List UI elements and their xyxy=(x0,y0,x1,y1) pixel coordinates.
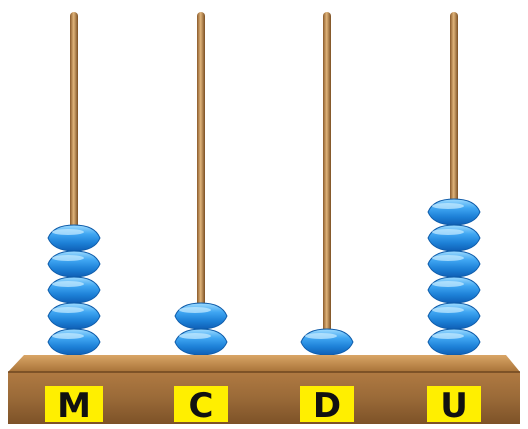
bead-m-3 xyxy=(47,276,101,304)
bead-u-6 xyxy=(427,198,481,226)
label-bg-u xyxy=(427,386,481,422)
label-bg-m xyxy=(45,386,103,422)
label-m: M xyxy=(57,386,91,426)
bead-u-5 xyxy=(427,224,481,252)
label-c: C xyxy=(189,386,214,426)
bead-m-5 xyxy=(47,224,101,252)
bead-u-1 xyxy=(427,328,481,356)
bead-u-2 xyxy=(427,302,481,330)
base-top-surface xyxy=(8,355,520,372)
bead-m-2 xyxy=(47,302,101,330)
bead-m-4 xyxy=(47,250,101,278)
bead-m-1 xyxy=(47,328,101,356)
label-u: U xyxy=(440,386,468,426)
place-value-labels: M C D U xyxy=(45,386,481,426)
rods xyxy=(70,12,458,357)
bead-c-2 xyxy=(174,302,228,330)
label-d: D xyxy=(313,386,341,426)
bead-c-1 xyxy=(174,328,228,356)
bead-d-1 xyxy=(300,328,354,356)
bead-u-3 xyxy=(427,276,481,304)
label-bg-d xyxy=(300,386,354,422)
label-bg-c xyxy=(174,386,228,422)
beads xyxy=(47,198,481,356)
rod-c xyxy=(197,12,205,357)
rod-d xyxy=(323,12,331,357)
bead-u-4 xyxy=(427,250,481,278)
